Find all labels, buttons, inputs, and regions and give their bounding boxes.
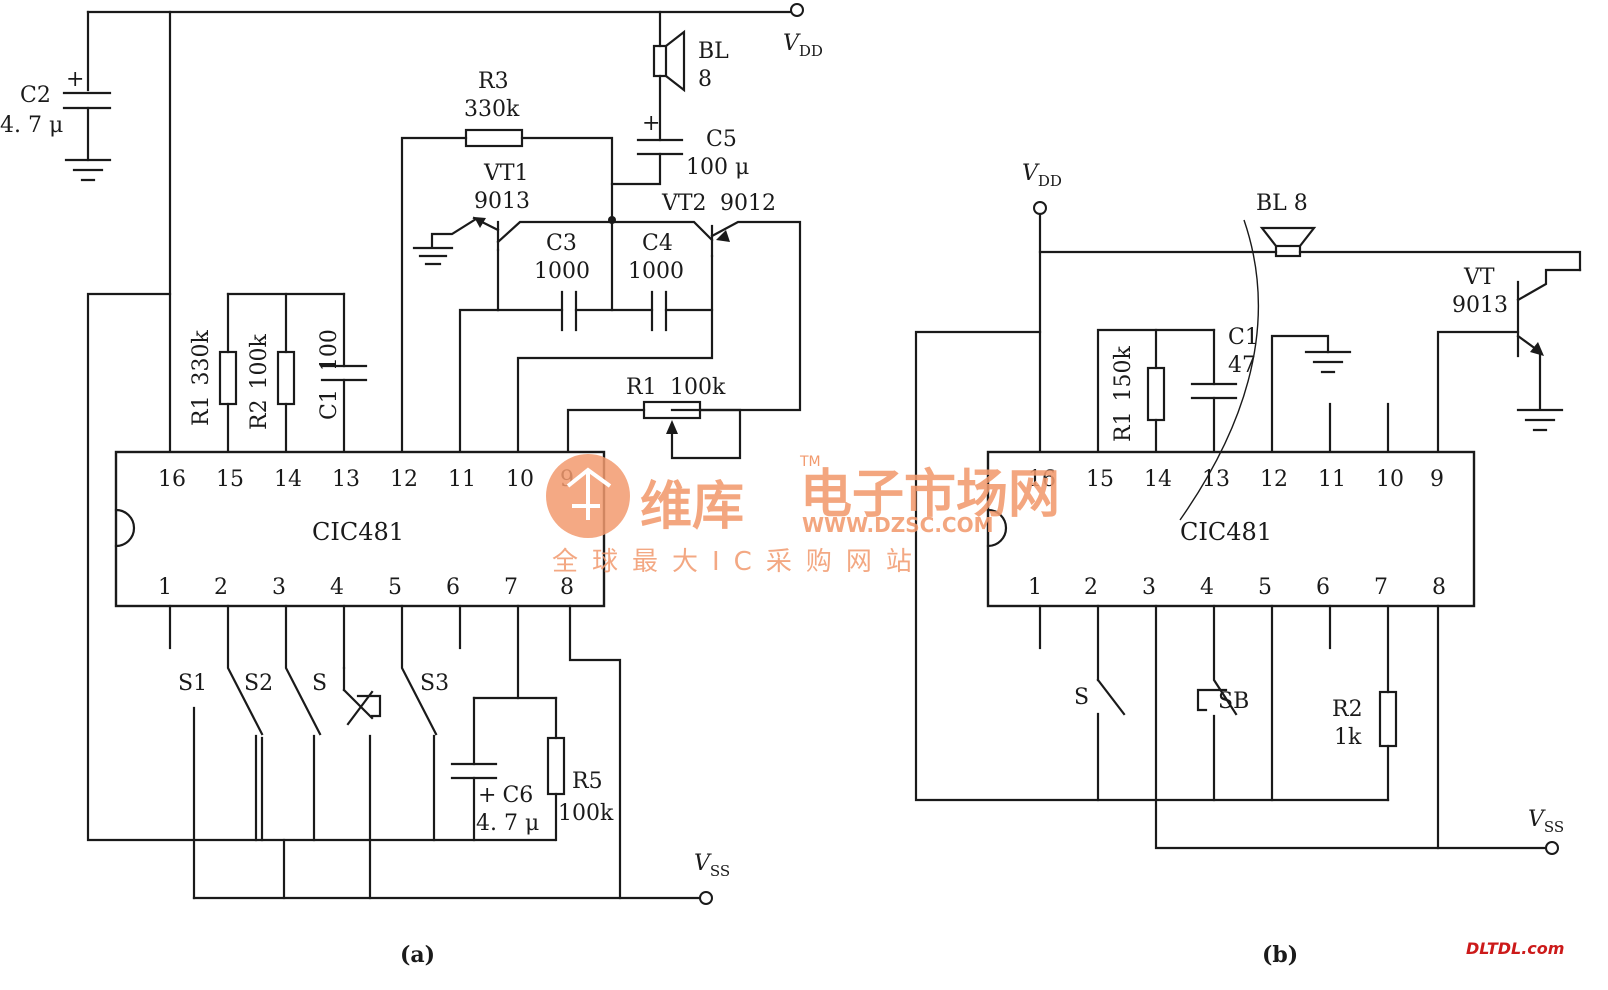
r1-label-a: R1330k — [189, 329, 214, 426]
svg-text:12: 12 — [1260, 467, 1288, 492]
rp1-name: R1 — [626, 375, 657, 400]
r2-label-a: R2100k — [247, 333, 272, 430]
chip-label-a: CIC481 — [312, 518, 404, 546]
vt2-value: 9012 — [720, 191, 776, 216]
chip-b-top-pins: 16 15 14 13 12 11 10 9 — [1028, 467, 1444, 492]
bl-value-a: 8 — [698, 67, 712, 92]
svg-text:5: 5 — [1258, 575, 1272, 600]
watermark: 维库 电子市场网 TM WWW.DZSC.COM 全球最大IC采购网站 — [546, 454, 1060, 577]
svg-text:5: 5 — [388, 575, 402, 600]
caption-a: (a) — [400, 942, 435, 968]
bl-name-a: BL — [698, 39, 729, 64]
vt2-name: VT2 — [661, 191, 707, 216]
chip-a-top-pins: 16 15 14 13 12 11 10 9 — [158, 467, 574, 492]
vss-terminal-b — [1545, 841, 1559, 855]
c5-plus: + — [642, 111, 660, 136]
chip-cic481-b — [986, 450, 1476, 608]
c4-value: 1000 — [628, 259, 684, 284]
vdd-terminal-a — [790, 3, 804, 17]
r3-value: 330k — [464, 97, 520, 122]
svg-text:16: 16 — [158, 467, 186, 492]
watermark-tm: TM — [799, 454, 821, 470]
r5-value: 100k — [558, 801, 614, 826]
svg-text:15: 15 — [1086, 467, 1114, 492]
svg-text:13: 13 — [332, 467, 360, 492]
svg-text:10: 10 — [1376, 467, 1404, 492]
vt-value-b: 9013 — [1452, 293, 1508, 318]
svg-text:7: 7 — [1374, 575, 1388, 600]
c2-plus: + — [66, 67, 84, 92]
vdd-label-b: VDD — [1022, 161, 1062, 190]
chip-cic481-a — [114, 450, 606, 608]
svg-text:10: 10 — [506, 467, 534, 492]
svg-text:8: 8 — [560, 575, 574, 600]
svg-text:14: 14 — [274, 467, 302, 492]
vdd-terminal-b — [1033, 201, 1047, 215]
watermark-tagline: 电子市场网 — [800, 465, 1060, 525]
s-label-a: S — [312, 671, 327, 696]
svg-text:7: 7 — [504, 575, 518, 600]
svg-text:1: 1 — [1028, 575, 1042, 600]
svg-text:14: 14 — [1144, 467, 1172, 492]
watermark-brand: 维库 — [640, 477, 744, 537]
c4-name: C4 — [642, 231, 673, 256]
c2-name: C2 — [20, 83, 51, 108]
c5-name: C5 — [706, 127, 737, 152]
c6-value: 4. 7 μ — [476, 811, 539, 836]
r2-name-b: R2 — [1332, 697, 1363, 722]
vt1-value: 9013 — [474, 189, 530, 214]
s-label-b: S — [1074, 685, 1089, 710]
r5-name: R5 — [572, 769, 603, 794]
bl-label-b: BL 8 — [1256, 191, 1308, 216]
c5-value: 100 μ — [686, 155, 749, 180]
vss-terminal-a — [699, 891, 713, 905]
svg-text:3: 3 — [1142, 575, 1156, 600]
svg-text:15: 15 — [216, 467, 244, 492]
svg-text:1: 1 — [158, 575, 172, 600]
svg-text:6: 6 — [446, 575, 460, 600]
c1-label-a: C1100 — [317, 329, 342, 420]
s3-label: S3 — [420, 671, 449, 696]
svg-text:2: 2 — [214, 575, 228, 600]
svg-text:2: 2 — [1084, 575, 1098, 600]
svg-text:11: 11 — [1318, 467, 1346, 492]
sb-label: SB — [1218, 689, 1249, 714]
circuit-b: VDD BL 8 VT 9013 R1150k C1 4 7 — [914, 161, 1582, 968]
svg-text:4: 4 — [1200, 575, 1214, 600]
svg-text:9: 9 — [1430, 467, 1444, 492]
chip-a-bottom-pins: 1 2 3 4 5 6 7 8 — [158, 575, 574, 600]
rp1-value: 100k — [670, 375, 726, 400]
svg-text:6: 6 — [1316, 575, 1330, 600]
circuit-a: VDD + C2 4. 7 μ R1330k R2100k C1100 R3 3… — [0, 3, 823, 968]
vt-name-b: VT — [1463, 265, 1495, 290]
c1-name-b: C1 — [1228, 325, 1259, 350]
s2-label: S2 — [244, 671, 273, 696]
svg-text:16: 16 — [1028, 467, 1056, 492]
svg-text:8: 8 — [1432, 575, 1446, 600]
c3-name: C3 — [546, 231, 577, 256]
corner-watermark: DLTDL.com — [1466, 939, 1564, 958]
chip-label-b: CIC481 — [1180, 518, 1272, 546]
r3-name: R3 — [478, 69, 509, 94]
svg-text:12: 12 — [390, 467, 418, 492]
r2-value-b: 1k — [1334, 725, 1362, 750]
caption-b: (b) — [1262, 942, 1298, 968]
svg-text:11: 11 — [448, 467, 476, 492]
c6-label: +C6 — [478, 783, 533, 808]
vss-label-a: VSS — [694, 851, 730, 880]
r1-label-b: R1150k — [1111, 345, 1136, 442]
s1-label: S1 — [178, 671, 207, 696]
chip-b-bottom-pins: 1 2 3 4 5 6 7 8 — [1028, 575, 1446, 600]
c3-value: 1000 — [534, 259, 590, 284]
svg-text:4: 4 — [330, 575, 344, 600]
vt1-name: VT1 — [483, 161, 529, 186]
watermark-url: WWW.DZSC.COM — [802, 513, 994, 537]
svg-text:3: 3 — [272, 575, 286, 600]
vss-label-b: VSS — [1528, 807, 1564, 836]
c2-value: 4. 7 μ — [0, 113, 63, 138]
watermark-slogan: 全球最大IC采购网站 — [552, 547, 926, 577]
vdd-label-a: VDD — [783, 31, 823, 60]
